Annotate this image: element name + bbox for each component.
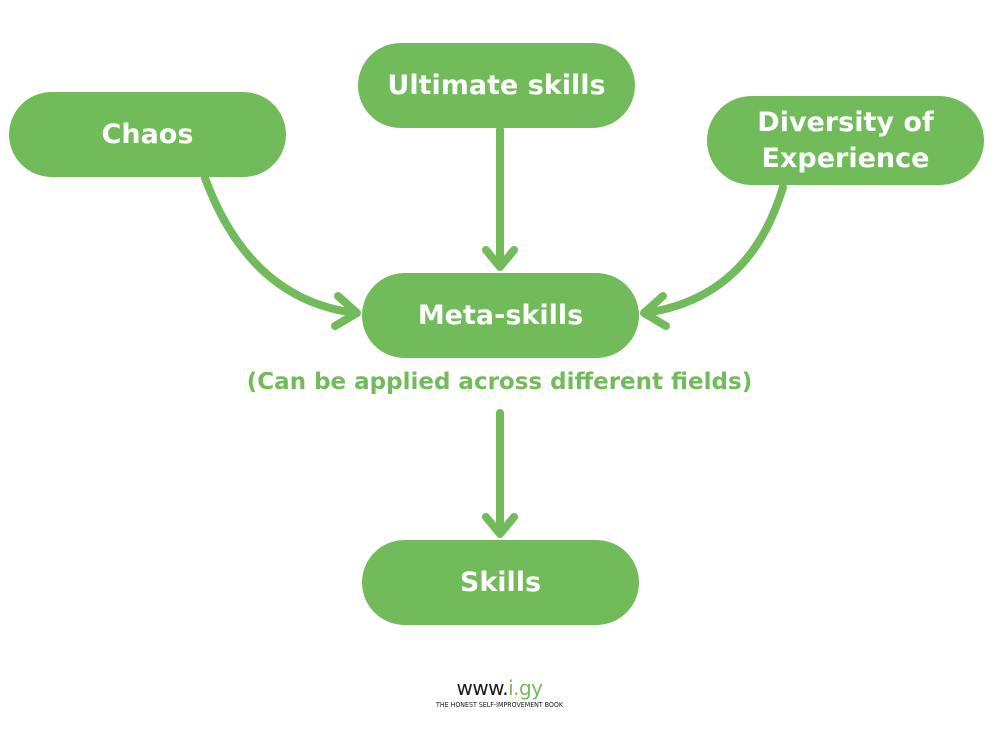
- arrowhead-chaos-to-meta: [331, 292, 361, 330]
- watermark-tagline: THE HONEST SELF-IMPROVEMENT BOOK: [436, 701, 563, 709]
- node-meta-skills-label: Meta-skills: [417, 299, 584, 331]
- edge-chaos-to-meta: [201, 174, 360, 317]
- watermark-logo: www.i.gy THE HONEST SELF-IMPROVEMENT BOO…: [0, 676, 999, 710]
- node-chaos-label: Chaos: [101, 118, 194, 150]
- arrowhead-diversity-to-meta: [640, 292, 670, 330]
- meta-skills-caption: (Can be applied across different fields): [246, 369, 753, 395]
- node-ultimate-skills-label: Ultimate skills: [387, 69, 606, 101]
- watermark-url: www.i.gy: [0, 676, 999, 700]
- arrowhead-ultimate-to-meta: [482, 246, 518, 271]
- watermark-url-prefix: www.: [456, 676, 509, 700]
- arrowhead-meta-to-skills: [482, 513, 518, 538]
- watermark-url-accent: i.gy: [508, 676, 543, 700]
- edge-diversity-to-meta: [641, 183, 787, 317]
- node-diversity-of-experience: Diversity of Experience: [707, 96, 984, 185]
- node-chaos: Chaos: [9, 92, 286, 177]
- node-ultimate-skills: Ultimate skills: [358, 43, 635, 128]
- node-diversity-label: Diversity of Experience: [757, 106, 934, 174]
- node-skills-label: Skills: [459, 566, 542, 598]
- node-meta-skills: Meta-skills: [362, 273, 639, 358]
- node-skills: Skills: [362, 540, 639, 625]
